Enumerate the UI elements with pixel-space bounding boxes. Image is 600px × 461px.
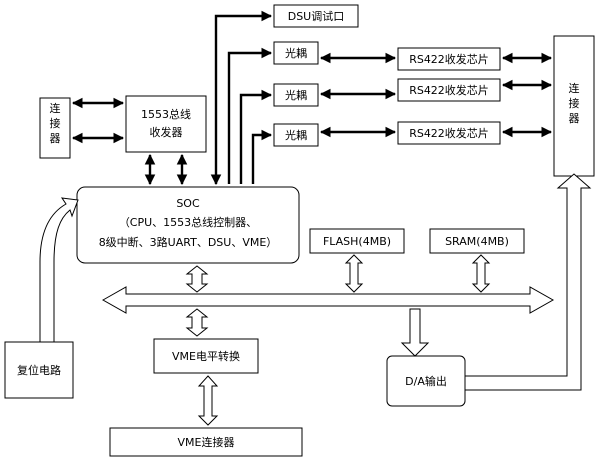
optocoupler-label-1: 光耦 [285,46,307,60]
flash-block: FLASH(4MB) [309,228,405,254]
vme-level-shift-label: VME电平转换 [172,349,240,363]
bus-da-arrow [400,308,430,357]
vme-level-shift-block: VME电平转换 [153,338,259,374]
dsu-port-block: DSU调试口 [273,4,359,28]
soc-optocoupler-arrow-3 [251,129,273,184]
sram-bus-arrow [471,254,491,293]
reset-circuit-label: 复位电路 [17,363,61,377]
rs422-chip-label-2: RS422收发芯片 [409,83,489,97]
optocoupler-label-2: 光耦 [285,88,307,102]
sram-block: SRAM(4MB) [429,228,525,254]
reset-circuit-block: 复位电路 [4,341,74,399]
rs422-chip-block-1: RS422收发芯片 [397,47,501,71]
da-output-block: D/A输出 [386,355,466,407]
bus-transceiver-block: 1553总线 收发器 [125,95,207,153]
vme-connector-block: VME连接器 [109,427,303,457]
bus-vme-arrow [185,308,209,337]
da-output-label: D/A输出 [405,374,447,388]
rs422-chip-block-2: RS422收发芯片 [397,78,501,102]
optocoupler-block-3: 光耦 [273,123,319,147]
soc-block: SOC （CPU、1553总线控制器、 8级中断、3路UART、DSU、VME） [76,186,300,264]
bus-transceiver-label-1: 1553总线 [141,107,191,121]
flash-bus-arrow [344,254,364,293]
optocoupler-block-2: 光耦 [273,83,319,107]
dsu-port-label: DSU调试口 [288,10,345,23]
optocoupler-block-1: 光耦 [273,41,319,65]
left-connector-block: 连接器 [39,97,71,159]
soc-dsu-arrow [210,10,273,186]
da-connector-arrow [464,173,592,391]
soc-title: SOC [176,197,200,210]
right-connector-block: 连接器 [553,35,595,177]
sram-label: SRAM(4MB) [445,235,509,248]
left-connector-label: 连接器 [50,102,61,145]
rs422-chip-label-3: RS422收发芯片 [409,126,489,140]
soc-bus-arrow [185,265,209,293]
soc-optocoupler-arrow-2 [239,89,273,184]
system-bus-arrow [101,286,555,314]
bus-transceiver-label-2: 收发器 [150,125,183,139]
optocoupler-label-3: 光耦 [285,128,307,142]
rs422-chip-label-1: RS422收发芯片 [409,52,489,66]
vme-connector-label: VME连接器 [178,436,235,449]
soc-optocoupler-arrow-1 [227,47,273,184]
vme-connector-arrow [197,375,219,426]
reset-soc-arrow [39,197,79,343]
flash-label: FLASH(4MB) [323,235,391,248]
rs422-chip-block-3: RS422收发芯片 [397,121,501,145]
soc-line-2: （CPU、1553总线控制器、 [119,215,257,229]
right-connector-label: 连接器 [569,82,580,125]
soc-line-3: 8级中断、3路UART、DSU、VME） [99,235,278,249]
